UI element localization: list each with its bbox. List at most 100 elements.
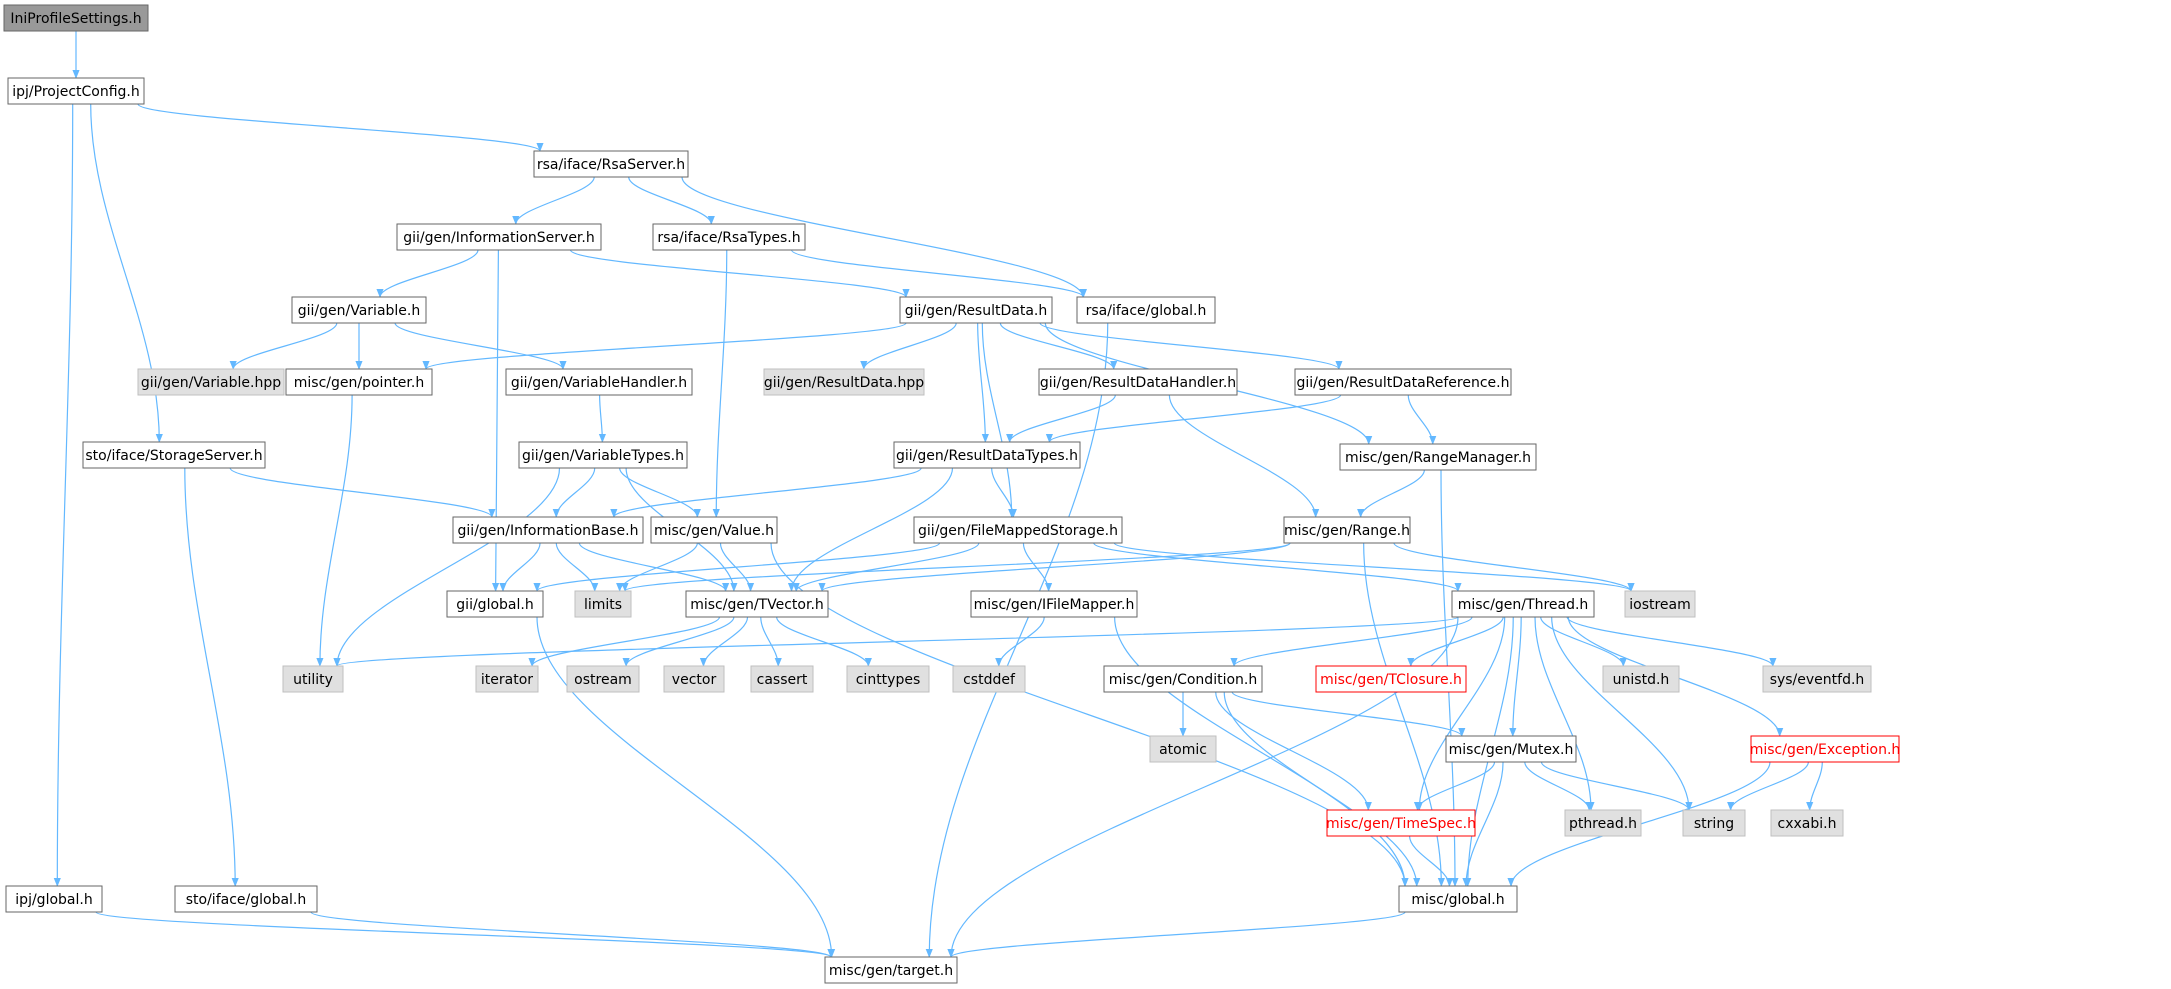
- node-label: misc/gen/Condition.h: [1109, 672, 1257, 688]
- node-box: [3, 4, 149, 32]
- edge-misc-gen-mutex-h-to-misc-gen-timespec-h: [1413, 761, 1496, 811]
- node-label: misc/gen/Thread.h: [1458, 597, 1589, 613]
- node-rsa-iface-global-h[interactable]: rsa/iface/global.h: [1076, 296, 1216, 324]
- node-ipj-global-h[interactable]: ipj/global.h: [5, 885, 103, 913]
- node-gii-gen-variable-h[interactable]: gii/gen/Variable.h: [291, 296, 427, 324]
- node-box: [663, 665, 725, 693]
- node-misc-gen-rangemanager-h[interactable]: misc/gen/RangeManager.h: [1339, 443, 1537, 471]
- node-misc-global-h[interactable]: misc/global.h: [1398, 885, 1518, 913]
- edge-gii-gen-resultdatatypes-h-to-gii-gen-filemappedstorage-h: [991, 467, 1017, 518]
- node-box: [574, 590, 632, 618]
- node-label: gii/gen/Variable.hpp: [141, 375, 281, 391]
- edge-misc-global-h-to-misc-gen-target-h: [947, 911, 1406, 958]
- edge-misc-gen-exception-h-to-string: [1727, 761, 1809, 811]
- node-box: [1294, 368, 1512, 396]
- edge-gii-gen-informationserver-h-to-gii-global-h: [492, 249, 500, 592]
- node-label: cxxabi.h: [1778, 816, 1837, 832]
- node-label: cinttypes: [856, 672, 921, 688]
- edge-rsa-iface-rsatypes-h-to-rsa-iface-global-h: [790, 249, 1087, 298]
- node-iostream: iostream: [1624, 590, 1696, 618]
- node-misc-gen-target-h[interactable]: misc/gen/target.h: [824, 956, 958, 984]
- node-unistd-h: unistd.h: [1602, 665, 1680, 693]
- edge-gii-gen-resultdata-h-to-gii-gen-filemappedstorage-h: [981, 322, 1016, 518]
- node-box: [82, 441, 266, 469]
- edge-gii-gen-filemappedstorage-h-to-iostream: [1113, 542, 1635, 592]
- edges-layer: [53, 30, 1823, 958]
- edge-gii-gen-filemappedstorage-h-to-gii-global-h: [533, 542, 941, 592]
- node-label: gii/gen/VariableTypes.h: [522, 448, 684, 464]
- edge-gii-gen-resultdatahandler-h-to-gii-gen-resultdatatypes-h: [1006, 394, 1116, 443]
- edge-misc-gen-range-h-to-misc-gen-tvector-h: [818, 542, 1291, 592]
- node-string: string: [1682, 809, 1746, 837]
- node-gii-gen-resultdatahandler-h[interactable]: gii/gen/ResultDataHandler.h: [1038, 368, 1238, 396]
- node-sto-iface-storageserver-h[interactable]: sto/iface/StorageServer.h: [82, 441, 266, 469]
- node-misc-gen-range-h[interactable]: misc/gen/Range.h: [1283, 516, 1411, 544]
- node-rsa-iface-rsaserver-h[interactable]: rsa/iface/RsaServer.h: [533, 150, 689, 178]
- node-box: [282, 665, 344, 693]
- node-misc-gen-thread-h[interactable]: misc/gen/Thread.h: [1451, 590, 1595, 618]
- node-box: [5, 885, 103, 913]
- node-box: [1762, 665, 1872, 693]
- edge-ipj-projectconfig-h-to-ipj-global-h: [53, 103, 74, 887]
- edge-sto-iface-global-h-to-misc-gen-target-h: [310, 911, 835, 958]
- node-box: [1283, 516, 1411, 544]
- edge-ipj-projectconfig-h-to-sto-iface-storageserver-h: [90, 103, 163, 443]
- edge-gii-gen-resultdata-h-to-gii-gen-resultdatahandler-h: [999, 322, 1118, 370]
- edge-misc-gen-thread-h-to-string: [1551, 616, 1693, 811]
- node-label: rsa/iface/global.h: [1086, 303, 1207, 319]
- edge-gii-gen-filemappedstorage-h-to-misc-gen-thread-h: [1093, 542, 1462, 592]
- edge-gii-gen-filemappedstorage-h-to-misc-gen-ifilemapper-h: [1022, 542, 1053, 592]
- edge-rsa-iface-global-h-to-misc-gen-target-h: [925, 322, 1109, 958]
- node-gii-gen-filemappedstorage-h[interactable]: gii/gen/FileMappedStorage.h: [913, 516, 1123, 544]
- node-sto-iface-global-h[interactable]: sto/iface/global.h: [174, 885, 318, 913]
- node-iniprofilesettings-h[interactable]: IniProfileSettings.h: [3, 4, 149, 32]
- node-gii-gen-variablehandler-h[interactable]: gii/gen/VariableHandler.h: [505, 368, 693, 396]
- node-gii-gen-informationbase-h[interactable]: gii/gen/InformationBase.h: [452, 516, 644, 544]
- node-box: [285, 368, 433, 396]
- edge-misc-gen-thread-h-to-misc-gen-timespec-h: [1415, 616, 1506, 811]
- edge-misc-gen-tvector-h-to-ostream: [622, 616, 735, 667]
- node-box: [970, 590, 1138, 618]
- node-gii-gen-resultdatareference-h[interactable]: gii/gen/ResultDataReference.h: [1294, 368, 1512, 396]
- node-label: gii/gen/VariableHandler.h: [511, 375, 687, 391]
- node-label: atomic: [1159, 742, 1207, 758]
- node-box: [505, 368, 693, 396]
- node-misc-gen-mutex-h[interactable]: misc/gen/Mutex.h: [1445, 735, 1577, 763]
- node-gii-gen-resultdatatypes-h[interactable]: gii/gen/ResultDataTypes.h: [893, 441, 1081, 469]
- node-box: [893, 441, 1081, 469]
- node-gii-gen-resultdata-hpp: gii/gen/ResultData.hpp: [763, 368, 925, 396]
- node-label: string: [1694, 816, 1734, 832]
- edge-misc-gen-ifilemapper-h-to-cstddef: [995, 616, 1045, 667]
- node-label: misc/gen/Mutex.h: [1449, 742, 1574, 758]
- node-gii-global-h[interactable]: gii/global.h: [446, 590, 544, 618]
- node-box: [1149, 735, 1217, 763]
- node-misc-gen-ifilemapper-h[interactable]: misc/gen/IFileMapper.h: [970, 590, 1138, 618]
- node-box: [1445, 735, 1577, 763]
- node-box: [1398, 885, 1518, 913]
- edge-misc-gen-range-h-to-limits: [621, 542, 1291, 592]
- node-gii-gen-resultdata-h[interactable]: gii/gen/ResultData.h: [899, 296, 1053, 324]
- node-label: misc/gen/Exception.h: [1750, 742, 1901, 758]
- node-gii-gen-variabletypes-h[interactable]: gii/gen/VariableTypes.h: [518, 441, 688, 469]
- node-misc-gen-pointer-h[interactable]: misc/gen/pointer.h: [285, 368, 433, 396]
- node-misc-gen-tvector-h[interactable]: misc/gen/TVector.h: [685, 590, 829, 618]
- node-utility: utility: [282, 665, 344, 693]
- node-vector: vector: [663, 665, 725, 693]
- node-box: [452, 516, 644, 544]
- node-misc-gen-value-h[interactable]: misc/gen/Value.h: [650, 516, 778, 544]
- node-rsa-iface-rsatypes-h[interactable]: rsa/iface/RsaTypes.h: [652, 223, 806, 251]
- node-ipj-projectconfig-h[interactable]: ipj/ProjectConfig.h: [7, 77, 145, 105]
- edge-misc-gen-thread-h-to-misc-gen-mutex-h: [1509, 616, 1522, 737]
- edge-gii-gen-variable-h-to-gii-gen-variable-hpp: [229, 322, 338, 370]
- node-ostream: ostream: [566, 665, 640, 693]
- node-misc-gen-exception-h[interactable]: misc/gen/Exception.h: [1750, 735, 1901, 763]
- node-box: [1682, 809, 1746, 837]
- node-box: [7, 77, 145, 105]
- node-misc-gen-condition-h[interactable]: misc/gen/Condition.h: [1103, 665, 1263, 693]
- node-misc-gen-tclosure-h[interactable]: misc/gen/TClosure.h: [1315, 665, 1467, 693]
- node-box: [533, 150, 689, 178]
- node-gii-gen-informationserver-h[interactable]: gii/gen/InformationServer.h: [396, 223, 602, 251]
- node-misc-gen-timespec-h[interactable]: misc/gen/TimeSpec.h: [1326, 809, 1476, 837]
- edge-rsa-iface-rsaserver-h-to-rsa-iface-global-h: [681, 176, 1087, 298]
- node-label: IniProfileSettings.h: [10, 11, 141, 27]
